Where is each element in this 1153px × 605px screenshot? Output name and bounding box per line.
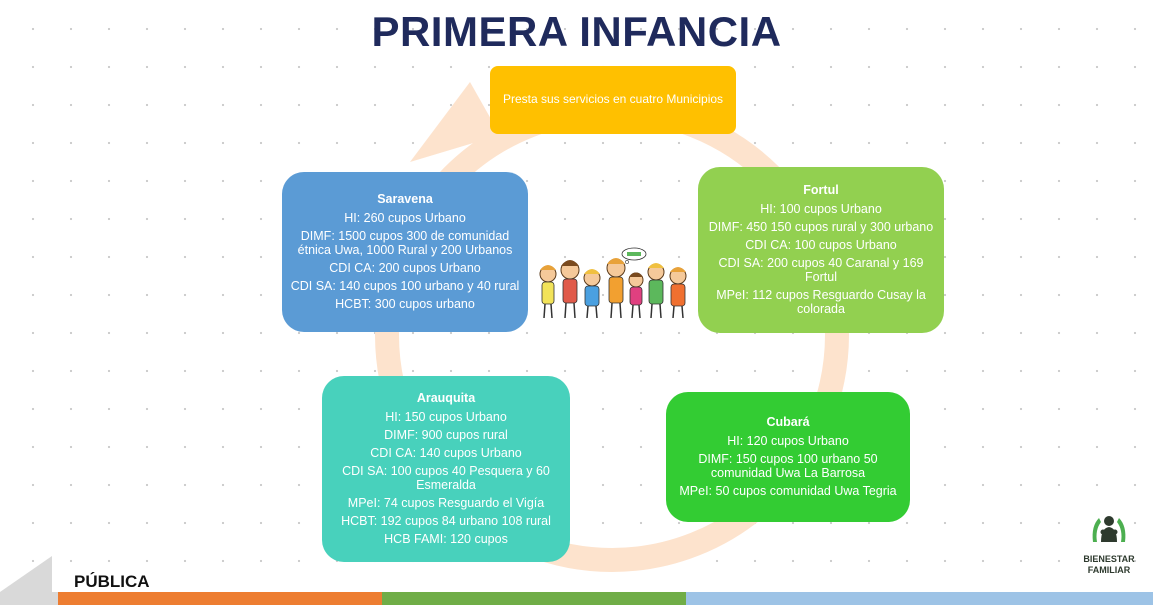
- thought-bubble: [621, 247, 647, 264]
- footer-bar-blue: [686, 592, 1153, 605]
- logo-line: BIENESTAR: [1083, 554, 1135, 564]
- child-figure: [669, 267, 687, 319]
- footer-bar-gray: [0, 592, 58, 605]
- fortul-line: CDI SA: 200 cupos 40 Caranal y 169 Fortu…: [718, 255, 924, 284]
- cubara-box: Cubará HI: 120 cupos Urbano DIMF: 150 cu…: [666, 392, 910, 522]
- children-illustration: [539, 247, 687, 319]
- fortul-box: Fortul HI: 100 cupos Urbano DIMF: 450 15…: [698, 167, 944, 333]
- fortul-line: MPeI: 112 cupos Resguardo Cusay la color…: [716, 287, 926, 316]
- saravena-line: DIMF: 1500 cupos 300 de comunidad étnica…: [297, 228, 513, 257]
- arauquita-title: Arauquita: [416, 390, 476, 405]
- child-figure: [560, 260, 580, 319]
- footer-bar-green: [382, 592, 686, 605]
- fortul-title: Fortul: [803, 182, 839, 197]
- arauquita-line: HCBT: 192 cupos 84 urbano 108 rural: [341, 513, 551, 528]
- logo-line: FAMILIAR: [1087, 565, 1131, 575]
- fortul-line: DIMF: 450 150 cupos rural y 300 urbano: [708, 219, 934, 234]
- saravena-line: CDI CA: 200 cupos Urbano: [329, 260, 481, 275]
- saravena-line: HCBT: 300 cupos urbano: [335, 296, 475, 311]
- saravena-box: Saravena HI: 260 cupos Urbano DIMF: 1500…: [282, 172, 528, 332]
- family-icon: [1092, 516, 1126, 542]
- saravena-line: CDI SA: 140 cupos 100 urbano y 40 rural: [290, 278, 520, 293]
- arauquita-line: CDI SA: 100 cupos 40 Pesquera y 60 Esmer…: [342, 463, 550, 492]
- footer-bar-orange: [58, 592, 382, 605]
- arauquita-line: DIMF: 900 cupos rural: [384, 427, 508, 442]
- child-figure: [539, 265, 557, 319]
- fortul-line: HI: 100 cupos Urbano: [760, 201, 882, 216]
- bienestar-familiar-logo: BIENESTAR FAMILIAR: [1078, 512, 1140, 578]
- center-text: Presta sus servicios en cuatro Municipio…: [502, 92, 724, 107]
- arauquita-box: Arauquita HI: 150 cupos Urbano DIMF: 900…: [322, 376, 570, 562]
- arauquita-line: MPeI: 74 cupos Resguardo el Vigía: [347, 495, 545, 510]
- child-figure: [647, 263, 665, 319]
- classification-label: PÚBLICA: [74, 572, 150, 591]
- arauquita-line: HCB FAMI: 120 cupos: [384, 531, 508, 546]
- cubara-title: Cubará: [766, 414, 810, 429]
- arauquita-line: CDI CA: 140 cupos Urbano: [370, 445, 522, 460]
- child-figure: [628, 272, 644, 319]
- cubara-line: DIMF: 150 cupos 100 urbano 50 comunidad …: [698, 451, 878, 480]
- page-title: PRIMERA INFANCIA: [371, 8, 782, 55]
- child-figure: [583, 269, 601, 319]
- saravena-line: HI: 260 cupos Urbano: [344, 210, 466, 225]
- saravena-title: Saravena: [377, 191, 433, 206]
- arauquita-line: HI: 150 cupos Urbano: [385, 409, 507, 424]
- cycle-arrowhead: [410, 82, 500, 162]
- center-box: Presta sus servicios en cuatro Municipio…: [490, 66, 736, 134]
- child-figure: [606, 258, 626, 319]
- cubara-line: HI: 120 cupos Urbano: [727, 433, 849, 448]
- fortul-line: CDI CA: 100 cupos Urbano: [745, 237, 897, 252]
- corner-shape: [0, 556, 52, 592]
- cubara-line: MPeI: 50 cupos comunidad Uwa Tegria: [679, 483, 897, 498]
